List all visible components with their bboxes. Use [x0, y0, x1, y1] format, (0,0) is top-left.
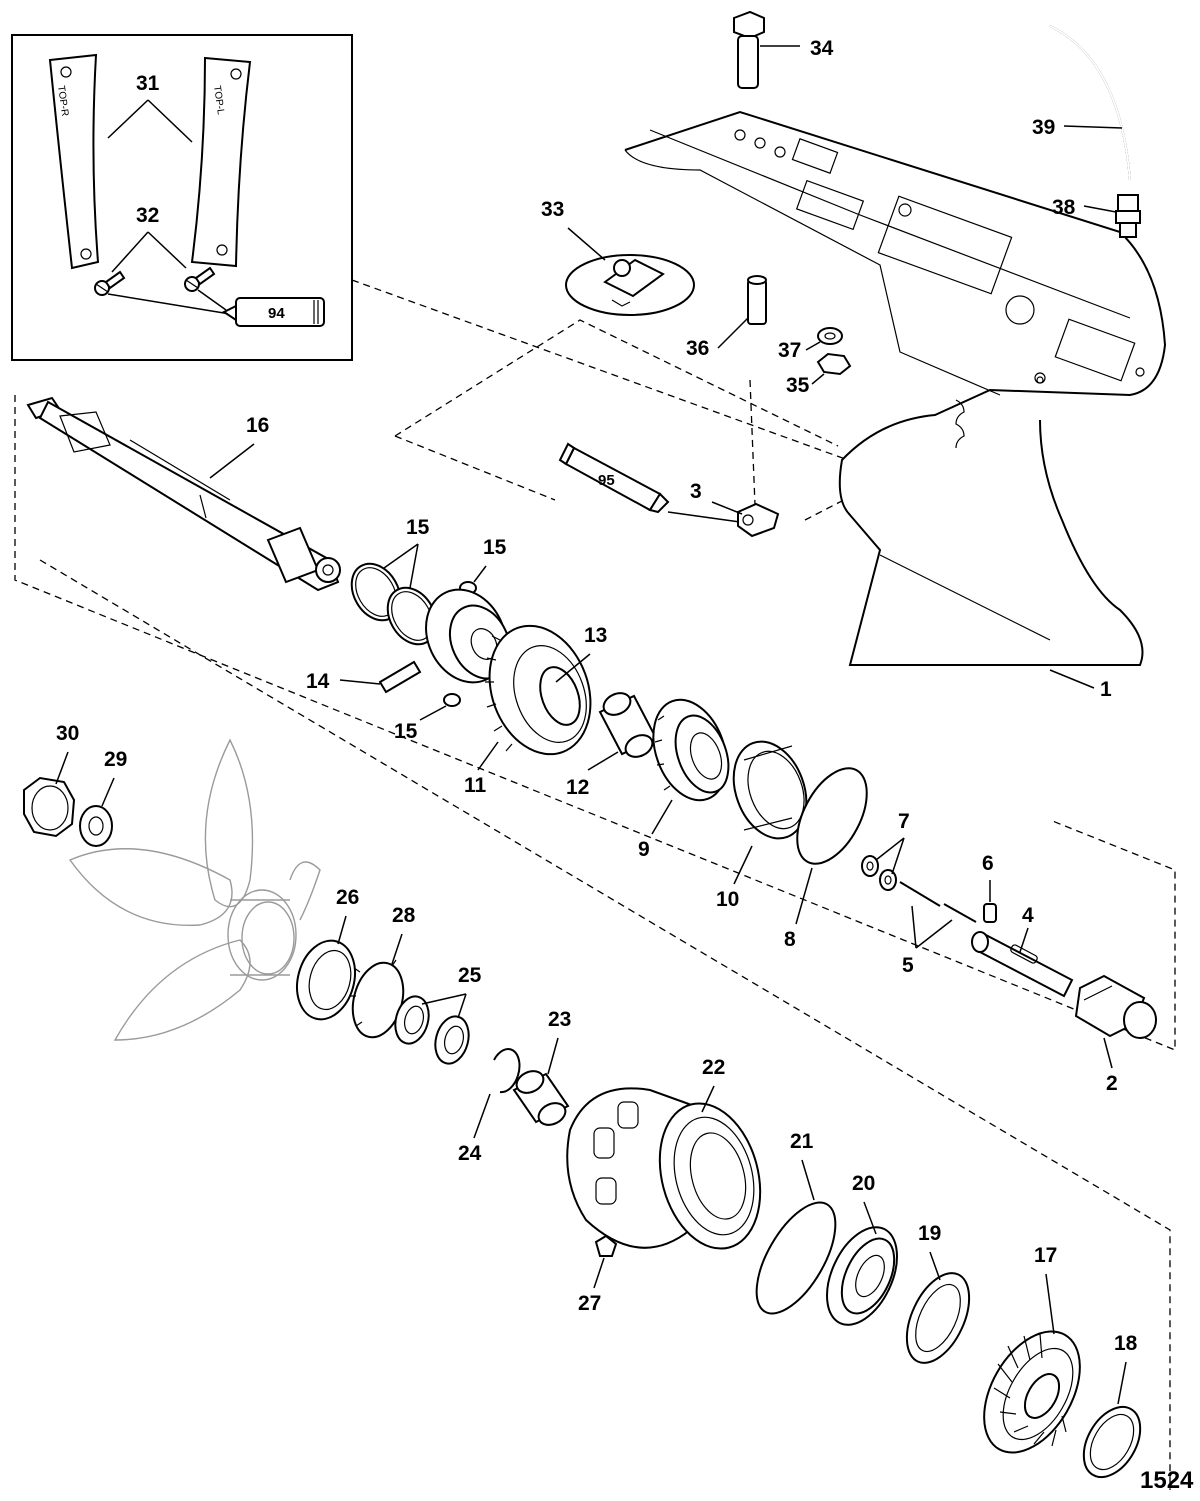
label-26: 25 [458, 964, 482, 987]
label-19: 18 [1114, 1332, 1138, 1355]
label-7: 7 [898, 810, 910, 833]
label-34: 33 [541, 198, 564, 221]
seal-26b [434, 1015, 470, 1065]
label-33: 32 [136, 204, 159, 227]
sealant-tube-94: 94 [222, 297, 325, 327]
label-37: 36 [686, 337, 709, 360]
needle-bearing-12 [598, 692, 658, 758]
label-9: 9 [638, 838, 650, 861]
label-6: 6 [982, 852, 994, 875]
tube-94-label: 94 [268, 305, 285, 322]
seal-27 [296, 939, 356, 1021]
retaining-ring-25 [493, 1048, 521, 1094]
label-14: 14 [306, 670, 330, 693]
figure-id: 1524 [1140, 1467, 1194, 1494]
label-25: 24 [458, 1142, 482, 1165]
label-1: 1 [1100, 678, 1112, 701]
decal-right [190, 56, 252, 268]
label-4: 4 [1022, 904, 1034, 927]
bolt-35 [733, 10, 765, 89]
label-12: 12 [566, 776, 589, 799]
decal-left [48, 53, 100, 270]
label-11: 11 [464, 774, 487, 797]
label-40: 39 [1032, 116, 1055, 139]
gear-housing [624, 110, 1167, 666]
bearing-race-10 [732, 740, 808, 840]
label-39: 38 [1052, 196, 1076, 219]
cross-pin-14 [378, 660, 422, 694]
label-27: 26 [336, 886, 359, 909]
label-28: 27 [578, 1292, 601, 1315]
bolt-37 [747, 275, 767, 325]
grease-tube-95: 95 [558, 442, 670, 514]
label-2: 2 [1106, 1072, 1118, 1095]
label-3: 3 [690, 480, 702, 503]
pin-15-bottom [443, 693, 461, 707]
label-31: 30 [56, 722, 79, 745]
washer-38 [817, 327, 843, 345]
label-29: 28 [392, 904, 416, 927]
pin-6 [983, 903, 997, 923]
decal-right-text: TOP-L [211, 85, 226, 116]
key-28 [594, 1234, 618, 1257]
washer-30 [79, 805, 113, 847]
tube-95-label: 95 [598, 472, 615, 489]
label-10: 10 [716, 888, 739, 911]
forward-gear-11 [485, 624, 592, 756]
label-21: 20 [852, 1172, 875, 1195]
washer-7b [879, 869, 897, 891]
springs-5 [899, 879, 979, 923]
screw-33-right [184, 266, 216, 292]
fitting-39 [1115, 194, 1141, 238]
label-5: 5 [902, 954, 914, 977]
label-23: 22 [702, 1056, 725, 1079]
label-24: 23 [548, 1008, 571, 1031]
label-35: 34 [810, 37, 834, 60]
tapered-bearing-9 [652, 698, 730, 802]
label-13: 13 [584, 624, 607, 647]
hose-40 [1049, 25, 1131, 181]
label-22: 21 [790, 1130, 814, 1153]
label-16: 15 [406, 516, 430, 539]
prop-nut-31 [23, 776, 76, 838]
decal-left-text: TOP-R [55, 85, 70, 117]
shift-cam-2 [1074, 974, 1157, 1039]
propeller-shaft-17 [26, 396, 341, 592]
label-15-top: 15 [483, 536, 507, 559]
label-38: 37 [778, 339, 801, 362]
clip-3 [737, 502, 780, 538]
washer-7a [861, 855, 879, 877]
label-30: 29 [104, 748, 127, 771]
label-17: 16 [246, 414, 269, 437]
label-15-bottom: 15 [394, 720, 418, 743]
reverse-gear-18 [983, 1330, 1081, 1454]
label-32: 31 [136, 72, 160, 95]
shim-20 [905, 1272, 971, 1364]
screw-33-left [94, 270, 126, 296]
decal-inset: TOP-R TOP-L 94 31 32 [11, 34, 353, 361]
ball-bearing-21 [826, 1226, 898, 1326]
label-18: 17 [1034, 1244, 1057, 1267]
bearing-carrier-23 [566, 1087, 762, 1250]
cam-follower-4 [971, 931, 1074, 998]
label-8: 8 [784, 928, 796, 951]
nut-36 [816, 352, 852, 376]
label-20: 19 [918, 1222, 941, 1245]
o-ring-8 [796, 767, 868, 865]
thrust-washer-19 [1082, 1405, 1142, 1479]
label-36: 35 [786, 374, 810, 397]
propeller [68, 738, 321, 1041]
anode-plate-34 [565, 254, 695, 316]
assembly-guide-lines [14, 279, 1176, 1490]
needle-bearing-24 [512, 1070, 570, 1126]
o-ring-22 [755, 1201, 837, 1315]
